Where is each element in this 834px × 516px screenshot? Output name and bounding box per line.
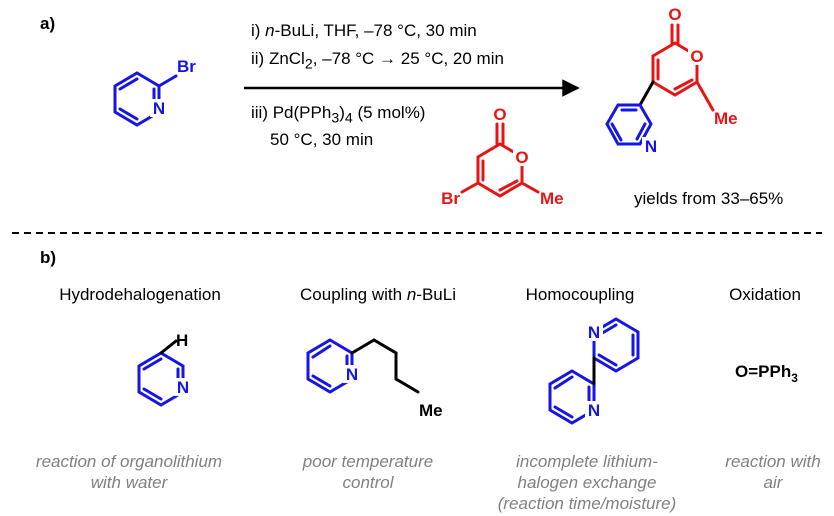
condition-step-3-temperature: 50 °C, 30 min [270,130,374,149]
panel-b-label: b) [40,248,57,267]
note-oxidation: reaction with air [712,451,834,493]
reactant-n-atom: N [153,99,165,118]
note-line: control [342,473,394,492]
partner-carbonyl-oxygen: O [493,105,506,124]
heading-coupling-nbuli: Coupling with n-BuLi [300,285,456,304]
bipyridine-n-atom-lower: N [588,401,600,420]
heading-oxidation: Oxidation [729,285,801,304]
butylpyridine-methyl: Me [419,401,443,420]
phosphine-oxide-formula: O=PPh3 [735,362,798,385]
note-line: incomplete lithium- [516,452,658,471]
product-carbonyl-oxygen: O [668,5,681,24]
note-line: (reaction time/moisture) [497,494,677,513]
side-product-butylpyridine [306,338,420,394]
note-line: reaction of organolithium [35,452,223,471]
product-ring-oxygen: O [690,47,703,66]
bipyridine-n-atom-upper: N [588,323,600,342]
butylpyridine-n-atom: N [346,365,358,384]
condition-step-1: i) n-BuLi, THF, –78 °C, 30 min [251,21,477,40]
partner-bromopyranone [460,122,540,198]
reactant-br-atom: Br [177,57,196,76]
partner-br-atom: Br [441,189,460,208]
note-coupling-nbuli: poor temperature control [268,451,468,493]
heading-homocoupling: Homocoupling [525,285,635,304]
note-line: halogen exchange [517,473,657,492]
product-yield: yields from 33–65% [634,189,784,208]
note-homocoupling: incomplete lithium- halogen exchange (re… [474,451,700,514]
product-pyridine-ring [605,80,655,146]
partner-methyl: Me [540,189,564,208]
partner-ring-oxygen: O [515,148,528,167]
note-line: with water [90,473,168,492]
heading-hydrodehalogenation: Hydrodehalogenation [59,285,221,304]
product-n-atom: N [645,137,657,156]
note-hydrodehalogenation: reaction of organolithium with water [0,451,258,493]
note-line: air [763,473,783,492]
pyridine-n-atom: N [177,378,189,397]
pyridine-h-atom: H [176,331,188,350]
product-pyranone-ring [651,23,715,112]
note-line: reaction with [725,452,821,471]
note-line: poor temperature [302,452,434,471]
reactant-2-bromopyridine [113,71,178,127]
panel-a-label: a) [40,14,56,33]
condition-step-2: ii) ZnCl2, –78 °C → 25 °C, 20 min [251,49,504,73]
product-methyl: Me [714,109,738,128]
condition-step-3: iii) Pd(PPh3)4 (5 mol%) [251,103,426,127]
